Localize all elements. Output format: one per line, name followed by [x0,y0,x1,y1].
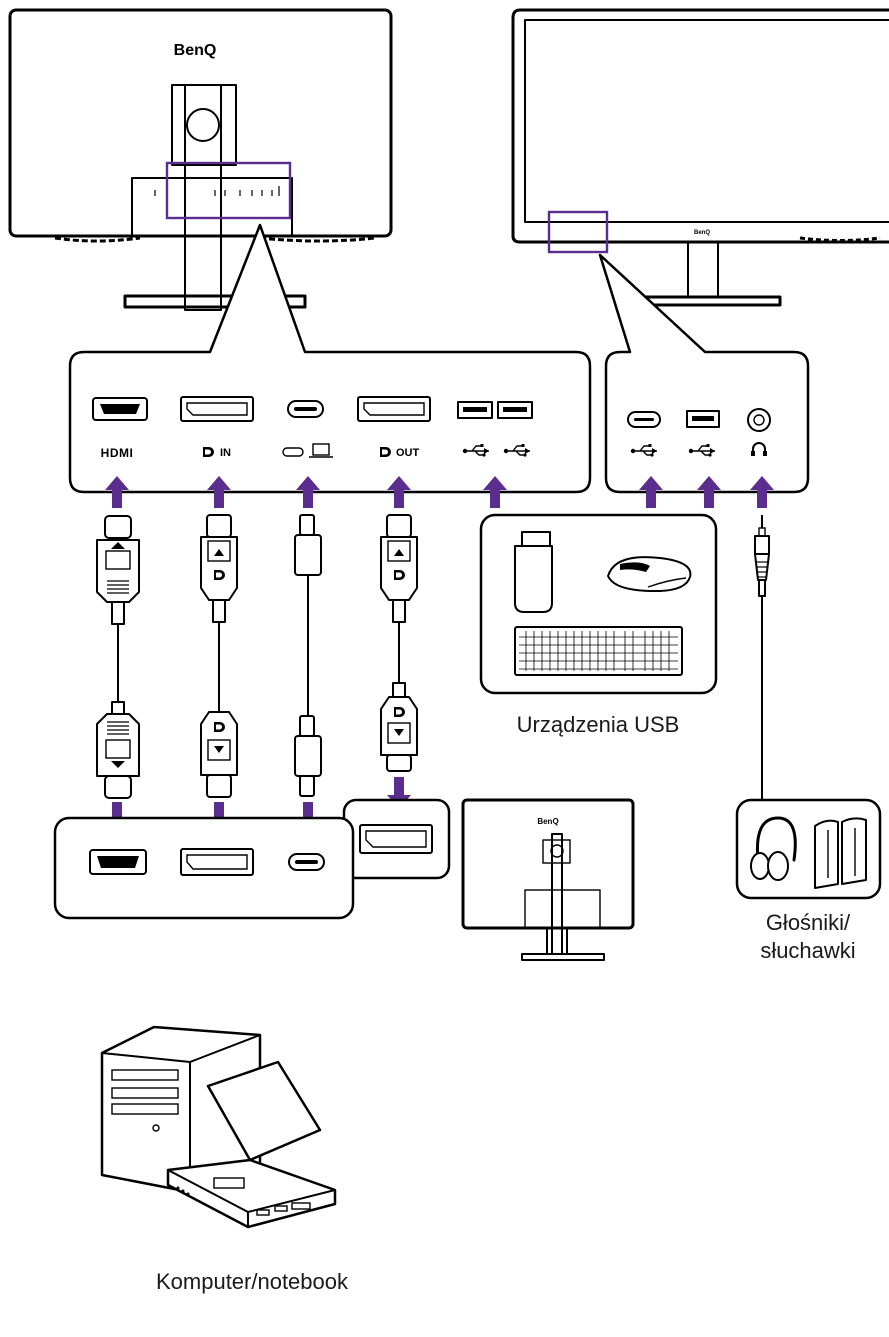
monitor-back-view: BenQ [8,8,393,311]
brand-logo: BenQ [174,42,217,59]
dp-in-port [180,396,254,422]
hdmi-cable [96,515,140,799]
headphone-icon [751,442,767,456]
speakers-label-line2: słuchawki [760,938,855,963]
svg-text:BenQ: BenQ [694,230,710,236]
displayport-out-cable [380,514,418,772]
dp-out-label: OUT [396,447,420,459]
second-monitor: BenQ [461,798,635,961]
dp-in-label: IN [220,447,231,459]
speakers-label-line1: Głośniki/ [766,910,851,935]
speakers-headphones-box [735,798,882,900]
hdmi-port [92,397,148,421]
usb-c-port [287,400,324,418]
displayport-cable [200,514,238,798]
usb-devices-label: Urządzenia USB [517,712,680,737]
usb-c-cable [294,514,322,797]
audio-cable [754,515,770,800]
svg-text:BenQ: BenQ [537,817,558,826]
monitor-front-view: BenQ [511,8,889,307]
usb-devices-box [479,513,718,695]
dp-out-port [357,396,431,422]
rear-port-panel: HDMI IN OUT [68,223,592,494]
hdmi-label: HDMI [101,446,134,460]
dp-in-port-second-monitor [342,798,451,880]
computer-label: Komputer/notebook [156,1269,349,1294]
laptop-icon [282,443,333,458]
computer-port-panel [53,816,355,920]
usb-a-ports [457,401,533,419]
side-port-panel [598,253,810,494]
computer-notebook-illustration [100,1025,337,1229]
